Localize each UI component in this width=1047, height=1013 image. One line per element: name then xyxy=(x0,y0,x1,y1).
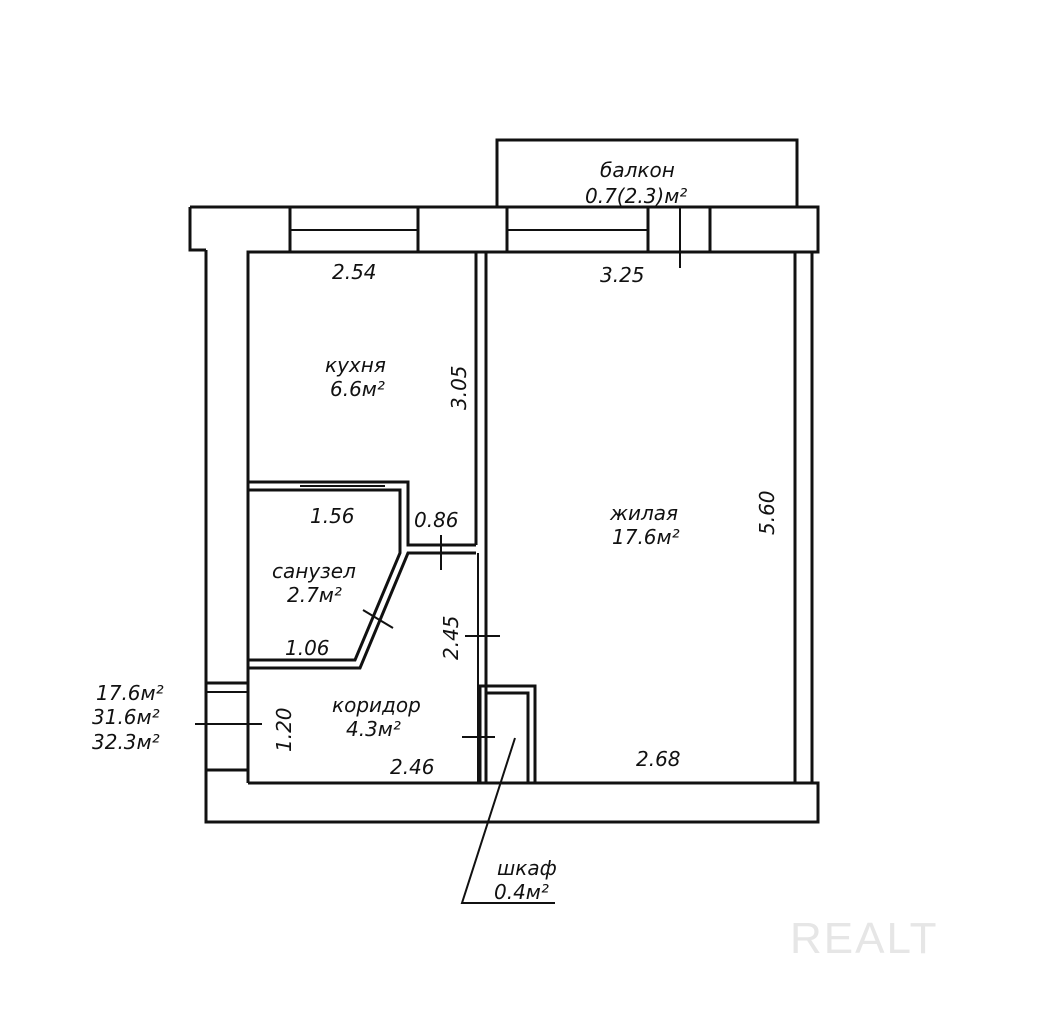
corridor-area: 4.3м² xyxy=(346,717,401,741)
dim-passage: 0.86 xyxy=(414,508,459,532)
closet-area: 0.4м² xyxy=(494,880,549,904)
bottom-wall xyxy=(204,770,820,824)
dim-bath-top: 1.56 xyxy=(310,504,355,528)
dim-living-width: 3.25 xyxy=(600,263,645,287)
top-wall xyxy=(188,205,820,683)
dim-kitchen-depth: 3.05 xyxy=(447,365,471,410)
dim-kitchen-width: 2.54 xyxy=(332,260,377,284)
total-living: 17.6м² xyxy=(96,681,164,705)
total-area: 31.6м² xyxy=(92,705,160,729)
living-name: жилая xyxy=(609,501,678,525)
dim-entry: 1.20 xyxy=(272,707,296,752)
left-wall xyxy=(195,250,262,783)
balcony-outline xyxy=(495,138,799,207)
corridor-name: коридор xyxy=(332,693,421,717)
partition-wall xyxy=(465,252,500,783)
balcony-name: балкон xyxy=(600,158,675,182)
realt-watermark: REALT xyxy=(790,914,939,963)
balcony-area: 0.7(2.3)м² xyxy=(585,184,687,208)
kitchen-name: кухня xyxy=(325,353,386,377)
dim-bath-bottom: 1.06 xyxy=(285,636,330,660)
closet-name: шкаф xyxy=(497,856,557,880)
living-area: 17.6м² xyxy=(612,525,680,549)
bathroom-walls xyxy=(248,480,476,670)
kitchen-area: 6.6м² xyxy=(330,377,385,401)
dim-living-bottom: 2.68 xyxy=(636,747,681,771)
dim-living-depth: 5.60 xyxy=(755,490,779,535)
right-wall xyxy=(793,252,814,783)
closet xyxy=(460,684,555,904)
total-with-balcony: 32.3м² xyxy=(92,730,160,754)
dim-corridor-width: 2.46 xyxy=(390,755,435,779)
bathroom-area: 2.7м² xyxy=(287,583,342,607)
dim-corridor-height: 2.45 xyxy=(439,615,463,660)
bathroom-name: санузел xyxy=(272,559,356,583)
